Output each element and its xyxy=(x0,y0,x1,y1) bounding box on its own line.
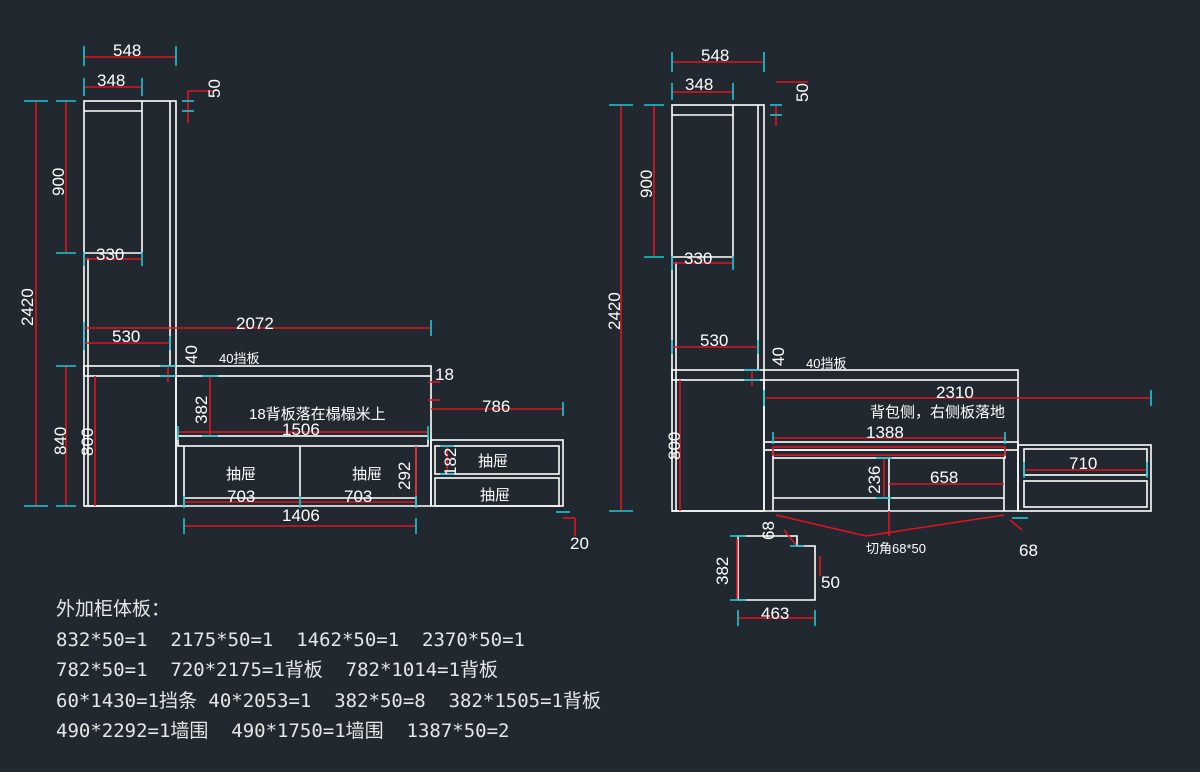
left-view: 548 348 50 900 330 2420 530 2072 40 840 … xyxy=(18,41,589,553)
right-dim-548: 548 xyxy=(701,46,729,65)
left-dim-900: 900 xyxy=(49,168,68,196)
right-dim-40: 40 xyxy=(769,347,788,366)
left-dim-18: 18 xyxy=(435,365,454,384)
panel-list-notes: 外加柜体板： 832*50=1 2175*50=1 1462*50=1 2370*… xyxy=(56,594,601,747)
right-label-chamfer: 切角68*50 xyxy=(866,541,926,556)
notes-title: 外加柜体板： xyxy=(56,598,171,620)
left-dim-703-a: 703 xyxy=(227,487,255,506)
right-view: 548 348 50 900 330 2420 530 40 40挡板 800 … xyxy=(605,46,1152,626)
left-dim-1406: 1406 xyxy=(282,506,320,525)
left-cabinet-outline xyxy=(83,100,564,507)
left-dimension-text: 548 348 50 900 330 2420 530 2072 40 840 … xyxy=(18,41,589,553)
left-dim-292: 292 xyxy=(395,462,414,490)
left-dim-1506: 1506 xyxy=(282,420,320,439)
right-dimension-text: 548 348 50 900 330 2420 530 40 40挡板 800 … xyxy=(605,46,1097,623)
left-dim-40: 40 xyxy=(182,345,201,364)
left-dimension-lines xyxy=(35,56,576,536)
right-dim-348: 348 xyxy=(685,75,713,94)
right-dim-382: 382 xyxy=(713,557,732,585)
left-dim-330: 330 xyxy=(96,245,124,264)
left-dim-800: 800 xyxy=(78,428,97,456)
right-dim-68-a: 68 xyxy=(759,521,778,540)
right-label-baffle: 40挡板 xyxy=(806,356,846,371)
right-cabinet-outline xyxy=(671,104,1152,601)
left-label-backpanel-note: 18背板落在榻榻米上 xyxy=(249,405,386,423)
right-dim-900: 900 xyxy=(637,170,656,198)
left-dim-2072: 2072 xyxy=(236,314,274,333)
left-dim-50: 50 xyxy=(205,79,224,98)
left-label-drawer-2: 抽屉 xyxy=(352,466,382,483)
right-extension-ticks xyxy=(609,52,1152,626)
left-dim-382: 382 xyxy=(192,396,211,424)
left-extension-ticks xyxy=(24,46,570,534)
left-dim-2420: 2420 xyxy=(18,288,37,326)
left-label-drawer-3: 抽屉 xyxy=(478,453,508,470)
left-dim-840: 840 xyxy=(51,427,70,455)
right-dim-1388: 1388 xyxy=(866,423,904,442)
right-dim-68-b: 68 xyxy=(1019,541,1038,560)
left-dim-548: 548 xyxy=(113,41,141,60)
right-dim-236: 236 xyxy=(865,466,884,494)
notes-line-3: 60*1430=1挡条 40*2053=1 382*50=8 382*1505=… xyxy=(56,689,601,712)
right-dim-330: 330 xyxy=(684,249,712,268)
left-dim-20: 20 xyxy=(570,534,589,553)
left-label-drawer-1: 抽屉 xyxy=(226,466,256,483)
right-dim-800: 800 xyxy=(665,432,684,460)
right-dim-2310: 2310 xyxy=(936,383,974,402)
notes-line-1: 832*50=1 2175*50=1 1462*50=1 2370*50=1 xyxy=(56,628,525,651)
left-dim-703-b: 703 xyxy=(344,487,372,506)
right-dimension-lines xyxy=(620,61,1151,619)
right-dim-658: 658 xyxy=(930,468,958,487)
right-label-side-note: 背包侧，右侧板落地 xyxy=(870,403,1005,421)
right-dim-2420: 2420 xyxy=(605,292,624,330)
right-dim-463: 463 xyxy=(761,604,789,623)
notes-line-4: 490*2292=1墙围 490*1750=1墙围 1387*50=2 xyxy=(56,720,510,742)
right-dim-710: 710 xyxy=(1069,454,1097,473)
right-dim-530: 530 xyxy=(700,331,728,350)
left-dim-348: 348 xyxy=(97,71,125,90)
left-dim-530: 530 xyxy=(112,327,140,346)
left-dim-182: 182 xyxy=(441,448,460,476)
left-label-baffle: 40挡板 xyxy=(219,351,259,366)
left-label-drawer-4: 抽屉 xyxy=(480,487,510,504)
right-dim-50: 50 xyxy=(793,83,812,102)
notes-line-2: 782*50=1 720*2175=1背板 782*1014=1背板 xyxy=(56,659,499,681)
right-dim-50-b: 50 xyxy=(821,573,840,592)
left-dim-786: 786 xyxy=(482,397,510,416)
